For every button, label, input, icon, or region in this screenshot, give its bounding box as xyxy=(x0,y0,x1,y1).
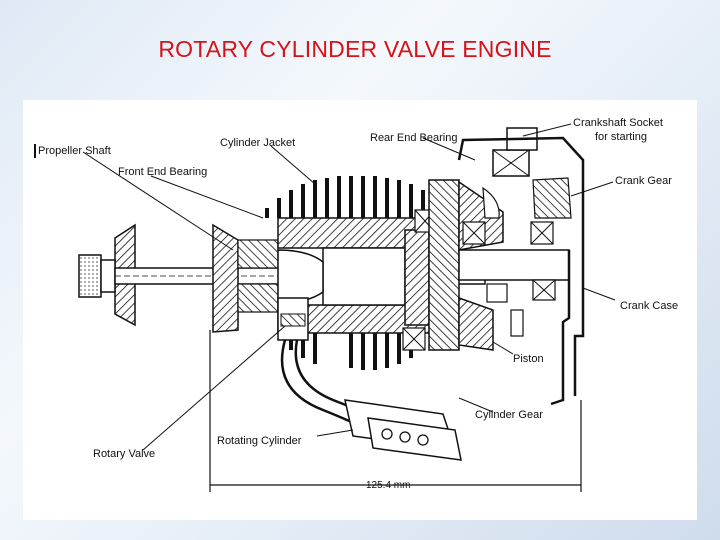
label-dimension: 125.4 mm xyxy=(366,480,410,491)
dimension-line xyxy=(209,330,582,492)
label-propeller-shaft: Propeller Shaft xyxy=(38,145,111,157)
label-cylinder-jacket: Cylinder Jacket xyxy=(220,137,295,149)
label-rotary-valve: Rotary Valve xyxy=(93,448,155,460)
piston-chamber xyxy=(277,209,436,351)
label-rear-end-bearing: Rear End Bearing xyxy=(370,132,457,144)
engine-drawing: Propeller Shaft Cylinder Jacket Rear End… xyxy=(34,117,678,492)
engine-diagram: Propeller Shaft Cylinder Jacket Rear End… xyxy=(23,100,697,520)
label-rotating-cylinder: Rotating Cylinder xyxy=(217,435,302,447)
front-bearing xyxy=(212,223,279,333)
label-piston: Piston xyxy=(513,353,544,365)
label-front-end-bearing: Front End Bearing xyxy=(118,166,207,178)
label-crank-case: Crank Case xyxy=(620,300,678,312)
slide-title: ROTARY CYLINDER VALVE ENGINE xyxy=(158,36,552,62)
label-cylinder-gear: Cylinder Gear xyxy=(475,409,543,421)
label-crankshaft-socket: Crankshaft Socket xyxy=(573,117,663,129)
crank-assembly xyxy=(428,127,572,351)
leader-lines xyxy=(82,123,616,451)
crank-case xyxy=(457,136,585,406)
label-crankshaft-socket-sub: for starting xyxy=(595,131,647,143)
rotating-cylinder xyxy=(277,297,462,461)
label-crank-gear: Crank Gear xyxy=(615,175,672,187)
